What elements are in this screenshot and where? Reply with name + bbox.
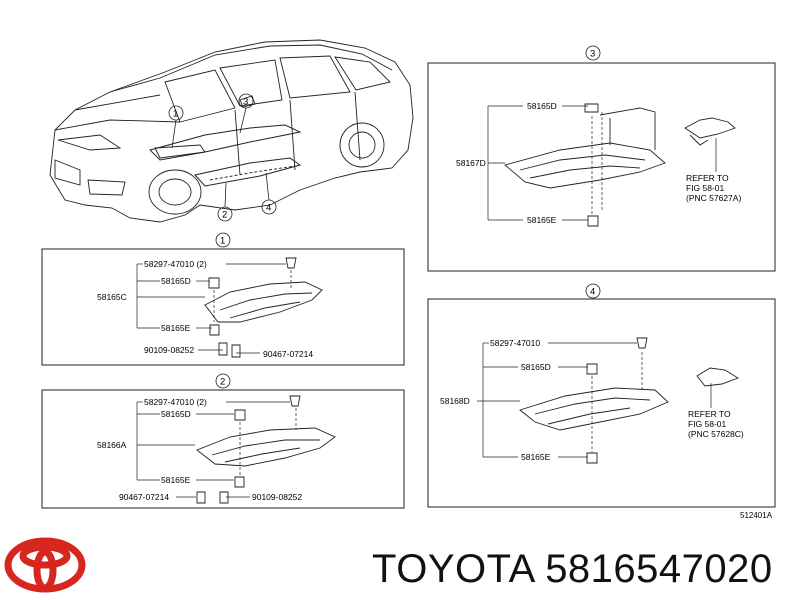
panel-3-bolt-d-label: 58165D (527, 101, 557, 111)
panel-3-frame (427, 62, 776, 272)
panel-4-clip-label: 58297-47010 (490, 338, 540, 348)
part-number: 5816547020 (545, 547, 773, 591)
panel-2-bolt-e-label: 58165E (161, 475, 191, 485)
panel-4-bolt-e-label: 58165E (521, 452, 551, 462)
panel-1-frame (41, 248, 405, 366)
panel-4-bolt-d-label: 58165D (521, 362, 551, 372)
panel-1-marker: 1 (220, 236, 225, 247)
panel-1-screw-left-label: 90109-08252 (144, 345, 194, 355)
panel-1-clip-label: 58297-47010 (2) (144, 259, 207, 269)
panel-4-frame (427, 298, 776, 508)
panel-3-refer-line-2: FIG 58-01 (686, 183, 725, 193)
car-callout-3: 3 (243, 97, 248, 108)
panel-2-screw-right-label: 90109-08252 (252, 492, 302, 502)
car-callout-4: 4 (266, 203, 271, 214)
car-illustration (49, 39, 414, 223)
panel-4-shield-part (519, 337, 740, 464)
panel-4-refer-line-2: FIG 58-01 (688, 419, 727, 429)
panel-3-bolt-e-label: 58165E (527, 215, 557, 225)
panel-3-leaders (487, 105, 717, 221)
car-callouts (168, 93, 277, 222)
panel-2-shield-label: 58166A (97, 440, 127, 450)
car-callout-1: 1 (173, 109, 178, 120)
panel-4-refer-line-1: REFER TO (688, 409, 731, 419)
panel-3-refer-line-1: REFER TO (686, 173, 729, 183)
panel-3-refer-line-3: (PNC 57627A) (686, 193, 741, 203)
panel-2-clip-label: 58297-47010 (2) (144, 397, 207, 407)
panel-2-leaders (136, 401, 297, 498)
panel-4-marker: 4 (590, 287, 595, 298)
panel-2-bolt-d-label: 58165D (161, 409, 191, 419)
panel-3-marker: 3 (590, 49, 595, 60)
panel-1-bolt-d-label: 58165D (161, 276, 191, 286)
panel-2-frame (41, 389, 405, 509)
brand-part-number: TOYOTA 5816547020 (372, 545, 773, 593)
panel-1-screw-right-label: 90467-07214 (263, 349, 313, 359)
panel-2-shield-part (196, 395, 336, 504)
car-callout-2: 2 (222, 210, 227, 221)
panel-3-shield-part (504, 103, 736, 227)
panel-2-screw-left-label: 90467-07214 (119, 492, 169, 502)
panel-1-shield-part (204, 257, 323, 358)
panel-4-leaders (477, 342, 712, 458)
document-reference: 512401A (740, 511, 773, 520)
toyota-logo (4, 537, 86, 593)
panel-3-shield-label: 58167D (456, 158, 486, 168)
panel-4-refer-line-3: (PNC 57628C) (688, 429, 744, 439)
panel-4-shield-label: 58168D (440, 396, 470, 406)
panel-1-bolt-e-label: 58165E (161, 323, 191, 333)
brand-name: TOYOTA (372, 547, 534, 591)
panel-2-marker: 2 (220, 377, 225, 388)
panel-1-shield-label: 58165C (97, 292, 127, 302)
